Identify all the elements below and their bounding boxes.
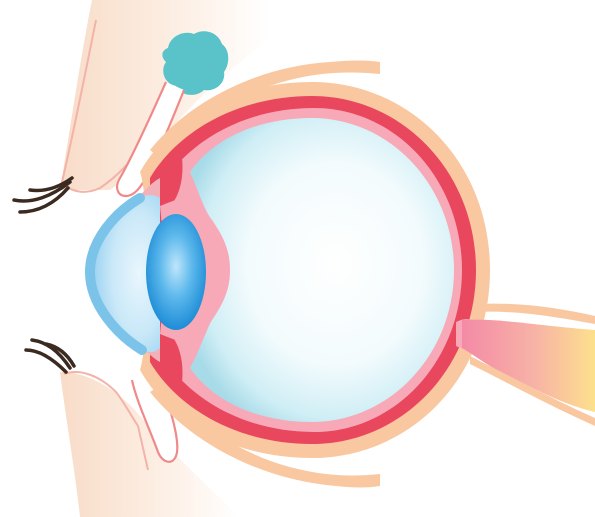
crystalline-lens [146, 214, 206, 330]
lower-eyelashes [26, 340, 74, 372]
upper-eyelashes [14, 178, 72, 212]
